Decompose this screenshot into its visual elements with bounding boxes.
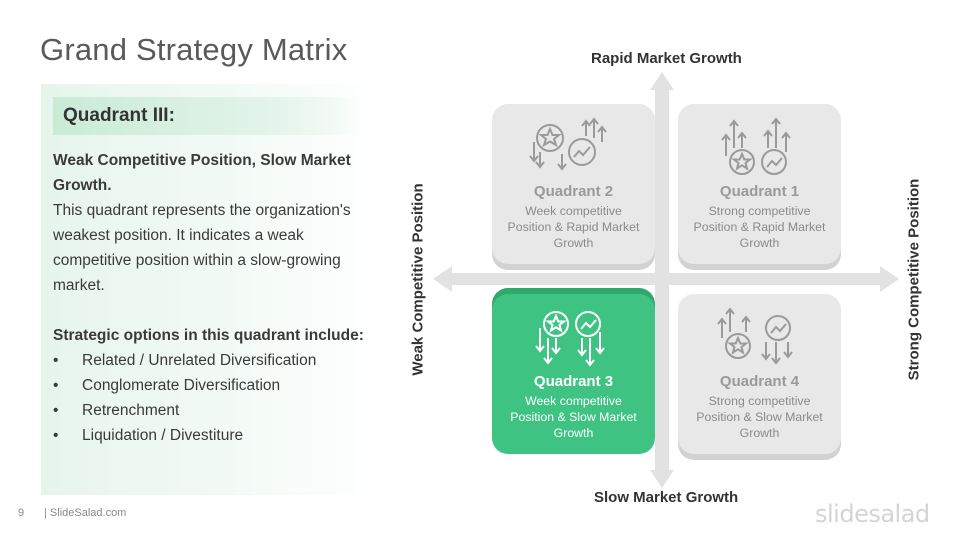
quadrant-1-title: Quadrant 1: [719, 183, 800, 200]
desc-line: Position & Rapid Market: [693, 220, 826, 234]
desc-line: Growth: [739, 426, 780, 440]
quadrant-1-description: Strong competitive Position & Rapid Mark…: [686, 203, 833, 251]
panel-subheading-line: Growth.: [53, 177, 112, 194]
option-item: Liquidation / Divestiture: [53, 423, 378, 448]
options-heading: Strategic options in this quadrant inclu…: [53, 327, 364, 344]
quadrant-4-title: Quadrant 4: [719, 373, 800, 390]
option-item: Conglomerate Diversification: [53, 373, 378, 398]
description-line: This quadrant represents the organizatio…: [53, 202, 351, 219]
quadrant-4-card[interactable]: Quadrant 4 Strong competitive Position &…: [678, 294, 841, 454]
quadrant-2-card[interactable]: Quadrant 2 Week competitive Position & R…: [492, 104, 655, 264]
desc-line: Week competitive: [525, 394, 622, 408]
left-arrow-head: [433, 266, 452, 292]
star-growth-icon: [529, 117, 607, 171]
quadrant-3-description: Week competitive Position & Slow Market …: [500, 393, 647, 441]
panel-heading-bar: Quadrant III:: [53, 97, 363, 135]
horizontal-axis: [450, 273, 882, 285]
axis-label-right: Strong Competitive Position: [905, 178, 923, 381]
down-arrow-head: [650, 470, 674, 488]
description-line: competitive position within a slow-growi…: [53, 252, 341, 269]
quadrant-3-card[interactable]: Quadrant 3 Week competitive Position & S…: [492, 294, 655, 454]
star-growth-mixed-icon: [717, 307, 793, 365]
panel-subheading-line: Weak Competitive Position, Slow Market: [53, 152, 351, 169]
desc-line: Position & Slow Market: [510, 410, 637, 424]
desc-line: Week competitive: [525, 204, 622, 218]
up-arrow-head: [650, 72, 674, 90]
star-growth-up-icon: [721, 117, 791, 175]
desc-line: Growth: [553, 236, 594, 250]
desc-line: Strong competitive: [708, 394, 811, 408]
right-arrow-head: [880, 266, 899, 292]
desc-line: Growth: [739, 236, 780, 250]
description-line: weakest position. It indicates a weak: [53, 227, 304, 244]
option-item: Related / Unrelated Diversification: [53, 348, 378, 373]
desc-line: Position & Slow Market: [696, 410, 823, 424]
options-list: Related / Unrelated Diversification Cong…: [53, 348, 378, 448]
star-growth-down-icon: [535, 311, 605, 367]
page-number: 9: [18, 507, 25, 519]
slide-title: Grand Strategy Matrix: [40, 32, 348, 67]
option-item: Retrenchment: [53, 398, 378, 423]
quadrant-1-card[interactable]: Quadrant 1 Strong competitive Position &…: [678, 104, 841, 264]
quadrant-2-description: Week competitive Position & Rapid Market…: [500, 203, 647, 251]
desc-line: Position & Rapid Market: [507, 220, 640, 234]
quadrant-3-title: Quadrant 3: [533, 373, 614, 390]
description-line: market.: [53, 277, 105, 294]
panel-body: Weak Competitive Position, Slow Market G…: [53, 148, 378, 448]
brand-logo: slidesalad: [815, 500, 930, 528]
axis-label-left: Weak Competitive Position: [409, 183, 427, 376]
quadrant-2-title: Quadrant 2: [533, 183, 614, 200]
desc-line: Growth: [553, 426, 594, 440]
footer-site-link[interactable]: | SlideSalad.com: [44, 507, 127, 519]
axis-label-bottom: Slow Market Growth: [594, 489, 739, 506]
panel-heading: Quadrant III:: [63, 105, 175, 126]
desc-line: Strong competitive: [708, 204, 811, 218]
axis-label-top: Rapid Market Growth: [591, 50, 742, 67]
quadrant-4-description: Strong competitive Position & Slow Marke…: [686, 393, 833, 441]
